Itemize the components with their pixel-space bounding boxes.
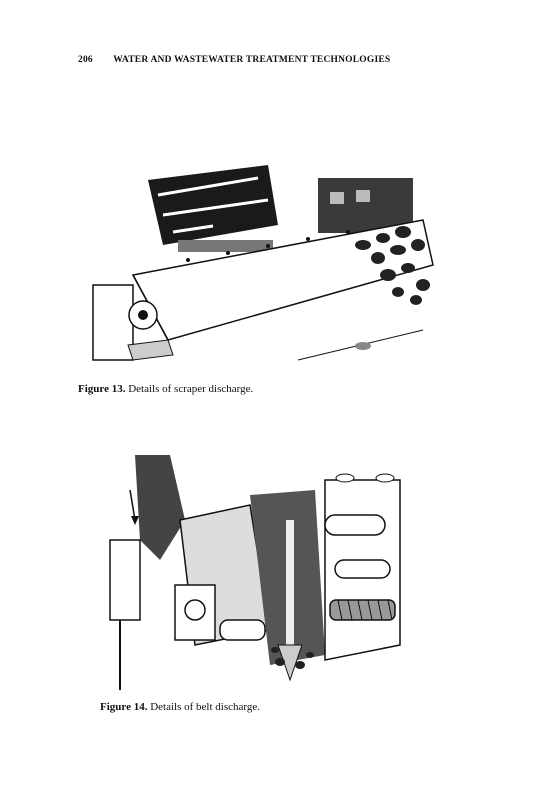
mount-bolt (375, 473, 395, 483)
running-header: 206 WATER AND WASTEWATER TREATMENT TECHN… (78, 55, 390, 65)
lower-roller (219, 619, 266, 641)
gear-roller (184, 599, 206, 621)
figure-label: Figure 14. (100, 701, 148, 713)
discharge-chute (318, 178, 413, 233)
direction-arrowhead (131, 516, 139, 525)
figure-13-scraper-discharge (78, 150, 438, 375)
figure-label: Figure 13. (78, 383, 126, 395)
drum-highlight (157, 176, 259, 197)
pan-fitting (355, 342, 371, 350)
machine-frame (92, 284, 134, 361)
drum-highlight (162, 198, 269, 217)
left-frame (109, 539, 141, 621)
page-number: 206 (78, 55, 93, 65)
figure-caption-text: Details of belt discharge. (150, 701, 260, 713)
scraper-discharge-drawing (92, 165, 434, 361)
direction-arrow (129, 489, 136, 521)
figure-14-caption: Figure 14. Details of belt discharge. (100, 701, 260, 713)
figure-caption-text: Details of scraper discharge. (128, 383, 254, 395)
roller (324, 514, 386, 536)
belt-discharge-drawing (109, 455, 401, 690)
filter-drum-section (135, 455, 185, 560)
chute-window (330, 192, 344, 204)
filter-cake-chunks (271, 647, 314, 669)
filter-drum-dark (148, 165, 278, 245)
chute-window (356, 190, 370, 202)
filter-cake-chunks (355, 226, 430, 305)
roller (334, 559, 391, 579)
figure-14-belt-discharge (100, 450, 420, 695)
drum-highlight (172, 224, 214, 234)
figure-13-caption: Figure 13. Details of scraper discharge. (78, 383, 253, 395)
bolt-row (186, 230, 350, 262)
pivot-hub (138, 310, 148, 320)
base-bracket (127, 339, 174, 361)
filter-mesh (178, 240, 273, 252)
spiral-threads (337, 599, 393, 621)
mount-bolt (335, 473, 355, 483)
running-title: WATER AND WASTEWATER TREATMENT TECHNOLOG… (113, 55, 391, 65)
